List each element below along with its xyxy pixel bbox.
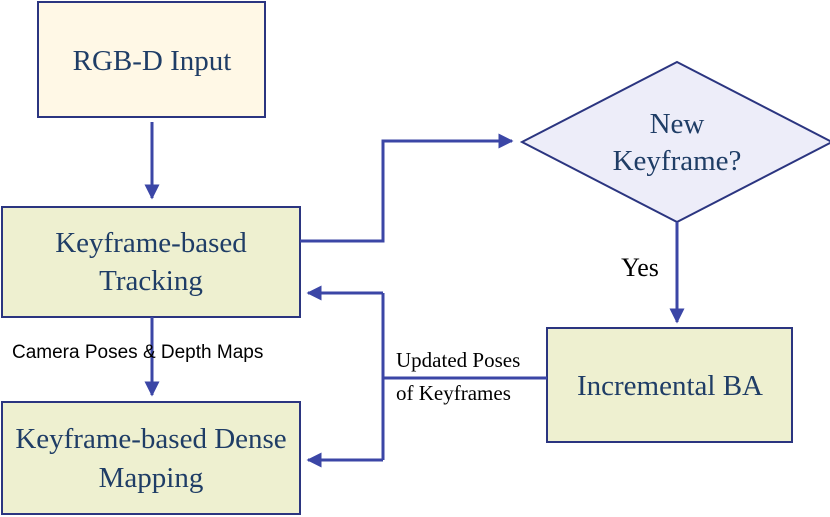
new-keyframe-diamond (519, 60, 830, 224)
tracking-box (1, 206, 301, 318)
tracking-label-line2: Tracking (99, 265, 203, 297)
rgbd-input-node: RGB-D Input (37, 1, 266, 118)
dense-mapping-label-line2: Mapping (99, 462, 204, 494)
camera-poses-label: Camera Poses & Depth Maps (12, 342, 263, 363)
incremental-ba-box (546, 327, 793, 443)
dense-mapping-label-line1: Keyframe-based Dense (15, 423, 286, 455)
new-keyframe-label-line2: Keyframe? (613, 145, 742, 177)
new-keyframe-decision: New Keyframe? (519, 60, 830, 224)
updated-poses-label-line2: of Keyframes (396, 381, 511, 405)
dense-mapping-box (1, 401, 301, 515)
updated-poses-label-line1: Updated Poses (396, 348, 520, 372)
dense-mapping-node: Keyframe-based Dense Mapping (1, 401, 301, 515)
incremental-ba-label: Incremental BA (577, 370, 763, 402)
tracking-label-line1: Keyframe-based (55, 227, 247, 259)
rgbd-input-box (37, 1, 266, 118)
new-keyframe-label-line1: New (650, 108, 705, 140)
rgbd-input-label: RGB-D Input (73, 45, 232, 77)
tracking-node: Keyframe-based Tracking (1, 206, 301, 318)
incremental-ba-node: Incremental BA (546, 327, 793, 443)
arrow-tracking-to-decision (300, 133, 514, 243)
yes-label: Yes (621, 253, 659, 282)
